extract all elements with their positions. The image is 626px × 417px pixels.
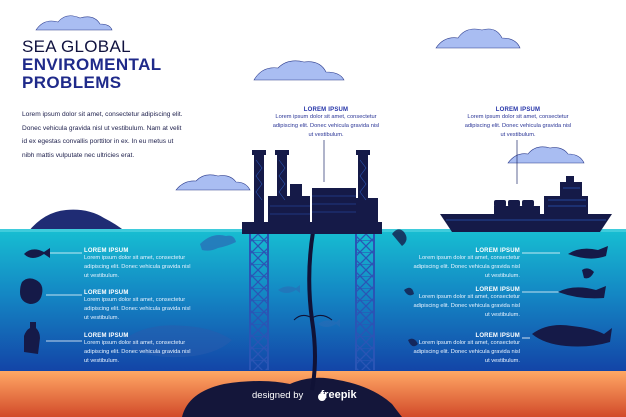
oil-pipe-icon xyxy=(307,231,317,391)
callout-line: ut vestibulum. xyxy=(484,311,520,318)
callout-right-2: LOREM IPSUM Lorem ipsum dolor sit amet, … xyxy=(390,287,520,319)
freepik-logo-icon xyxy=(318,393,326,401)
fish-icon xyxy=(24,248,50,258)
credit-prefix: designed by xyxy=(252,390,304,401)
island-icon xyxy=(28,209,126,232)
callout-line: Lorem ipsum dolor sit amet, consectetur xyxy=(84,297,186,303)
callout-heading: LOREM IPSUM xyxy=(84,333,129,339)
callout-heading: LOREM IPSUM xyxy=(475,333,520,339)
callout-line: ut vestibulum. xyxy=(484,272,520,279)
callout-line: ut vestibulum. xyxy=(500,131,536,138)
page-title-line2: ENVIROMENTAL xyxy=(22,55,162,74)
plastic-bag-icon xyxy=(392,229,418,347)
connector-lines xyxy=(323,140,518,184)
callout-line: ut vestibulum. xyxy=(308,131,344,138)
page-title-line3: PROBLEMS xyxy=(22,73,122,92)
oil-rig-legs xyxy=(249,232,375,370)
intro-line: Donec vehicula gravida nisl ut vestibulu… xyxy=(22,124,182,132)
connector-lines-underwater xyxy=(46,252,560,342)
fish-icon xyxy=(568,246,608,279)
fish-icon xyxy=(278,285,340,327)
callout-line: ut vestibulum. xyxy=(84,272,120,279)
callout-line: ut vestibulum. xyxy=(484,357,520,364)
callout-line: Lorem ipsum dolor sit amet, consectetur xyxy=(418,294,520,300)
callout-left-3: LOREM IPSUM Lorem ipsum dolor sit amet, … xyxy=(84,333,214,365)
callout-line: adipiscing elit. Donec vehicula gravida … xyxy=(84,305,191,312)
callout-line: adipiscing elit. Donec vehicula gravida … xyxy=(413,263,520,270)
callout-left-2: LOREM IPSUM Lorem ipsum dolor sit amet, … xyxy=(84,290,214,322)
callout-heading: LOREM IPSUM xyxy=(303,107,349,113)
callout-line: adipiscing elit. Donec vehicula gravida … xyxy=(464,122,572,129)
callout-line: Lorem ipsum dolor sit amet, consectetur xyxy=(418,255,520,261)
intro-line: nibh mattis vulputate nec ultricies erat… xyxy=(22,151,135,159)
callout-line: ut vestibulum. xyxy=(84,357,120,364)
callout-oil-rig: LOREM IPSUM Lorem ipsum dolor sit amet, … xyxy=(264,107,388,139)
callout-line: adipiscing elit. Donec vehicula gravida … xyxy=(413,348,520,355)
callout-line: Lorem ipsum dolor sit amet, consectetur xyxy=(275,114,377,120)
fish-icon xyxy=(558,286,606,299)
callout-line: adipiscing elit. Donec vehicula gravida … xyxy=(84,263,191,270)
callout-line: Lorem ipsum dolor sit amet, consectetur xyxy=(418,340,520,346)
callout-heading: LOREM IPSUM xyxy=(84,290,129,296)
page-title-line1: SEA GLOBAL xyxy=(22,37,131,56)
plastic-bag-icon xyxy=(20,278,43,304)
cloud-icon xyxy=(175,174,251,191)
callout-left-1: LOREM IPSUM Lorem ipsum dolor sit amet, … xyxy=(84,248,214,280)
cloud-icon xyxy=(507,146,585,164)
credit-brand: freepik xyxy=(320,389,357,401)
intro-paragraph: Lorem ipsum dolor sit amet, consectetur … xyxy=(22,108,202,162)
callout-right-1: LOREM IPSUM Lorem ipsum dolor sit amet, … xyxy=(390,248,520,280)
callout-heading: LOREM IPSUM xyxy=(84,248,129,254)
callout-line: Lorem ipsum dolor sit amet, consectetur xyxy=(84,340,186,346)
callout-line: adipiscing elit. Donec vehicula gravida … xyxy=(84,348,191,355)
callout-ship: LOREM IPSUM Lorem ipsum dolor sit amet, … xyxy=(456,107,580,139)
oil-rig-icon xyxy=(242,150,382,234)
credit[interactable]: designed by freepik xyxy=(252,389,382,401)
whale-icon xyxy=(532,325,612,347)
bottle-icon xyxy=(24,322,40,354)
callout-heading: LOREM IPSUM xyxy=(475,248,520,254)
cargo-ship-icon xyxy=(440,176,612,232)
cloud-icon xyxy=(253,60,345,81)
intro-line: id ex egestas convallis porttitor in ex.… xyxy=(22,138,174,146)
callout-line: Lorem ipsum dolor sit amet, consectetur xyxy=(467,114,569,120)
callout-heading: LOREM IPSUM xyxy=(495,107,541,113)
oil-spill-icon xyxy=(182,377,402,417)
cloud-icon xyxy=(35,15,113,31)
callout-right-3: LOREM IPSUM Lorem ipsum dolor sit amet, … xyxy=(390,333,520,365)
callout-line: adipiscing elit. Donec vehicula gravida … xyxy=(413,302,520,309)
dolphin-icon xyxy=(200,235,236,251)
callout-line: Lorem ipsum dolor sit amet, consectetur xyxy=(84,255,186,261)
callout-heading: LOREM IPSUM xyxy=(475,287,520,293)
cloud-icon xyxy=(435,28,521,49)
callout-line: ut vestibulum. xyxy=(84,314,120,321)
intro-line: Lorem ipsum dolor sit amet, consectetur … xyxy=(22,111,183,118)
whale-icon xyxy=(126,325,232,358)
callout-line: adipiscing elit. Donec vehicula gravida … xyxy=(272,122,380,129)
